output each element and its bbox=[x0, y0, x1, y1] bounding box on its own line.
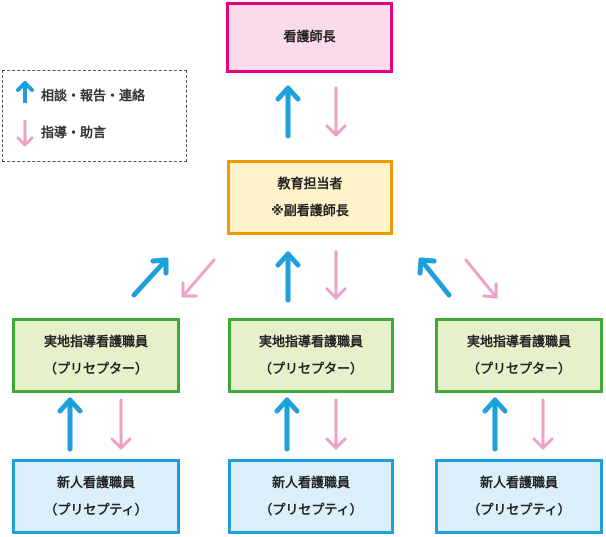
down-arrow-icon bbox=[325, 86, 347, 137]
preceptor-role: （プリセプター） bbox=[43, 361, 148, 377]
up-arrow-icon bbox=[131, 257, 169, 298]
preceptee-role: （プリセプティ） bbox=[44, 502, 148, 518]
legend-arrows bbox=[16, 81, 34, 147]
preceptee-role: （プリセプティ） bbox=[259, 502, 363, 518]
preceptor-role: （プリセプター） bbox=[258, 361, 363, 377]
down-arrow-icon bbox=[181, 258, 216, 298]
legend-up-arrow-icon bbox=[16, 81, 34, 103]
preceptee-label: 新人看護職員 bbox=[56, 475, 135, 491]
preceptor-label: 実地指導看護職員 bbox=[466, 334, 571, 350]
education-officer-box: 教育担当者 ※副看護師長 bbox=[227, 160, 393, 235]
down-arrow-icon bbox=[325, 398, 347, 450]
head-nurse-box: 看護師長 bbox=[226, 2, 393, 73]
preceptor-box-right: 実地指導看護職員 （プリセプター） bbox=[435, 318, 603, 393]
up-arrow-icon bbox=[57, 397, 83, 452]
education-officer-label: 教育担当者 bbox=[277, 176, 343, 192]
legend-up-label: 相談・報告・連絡 bbox=[41, 89, 146, 104]
legend: 相談・報告・連絡 指導・助言 bbox=[2, 70, 187, 162]
preceptor-role: （プリセプター） bbox=[466, 361, 571, 377]
legend-down-arrow-icon bbox=[16, 120, 34, 147]
preceptee-label: 新人看護職員 bbox=[479, 475, 558, 491]
down-arrow-icon bbox=[464, 258, 498, 299]
preceptor-label: 実地指導看護職員 bbox=[258, 334, 363, 350]
preceptee-box-left: 新人看護職員 （プリセプティ） bbox=[12, 459, 180, 534]
up-arrow-icon bbox=[417, 257, 452, 298]
preceptee-box-right: 新人看護職員 （プリセプティ） bbox=[435, 459, 603, 534]
head-nurse-label: 看護師長 bbox=[283, 30, 336, 45]
down-arrow-icon bbox=[532, 398, 554, 450]
down-arrow-icon bbox=[110, 398, 132, 450]
preceptor-box-left: 実地指導看護職員 （プリセプター） bbox=[12, 318, 180, 393]
up-arrow-icon bbox=[275, 85, 301, 139]
preceptee-label: 新人看護職員 bbox=[271, 475, 350, 491]
preceptee-box-center: 新人看護職員 （プリセプティ） bbox=[228, 459, 394, 534]
up-arrow-icon bbox=[274, 397, 300, 452]
legend-down-label: 指導・助言 bbox=[41, 126, 107, 141]
up-arrow-icon bbox=[275, 251, 301, 303]
up-arrow-icon bbox=[482, 397, 508, 452]
down-arrow-icon bbox=[325, 250, 347, 300]
preceptor-box-center: 実地指導看護職員 （プリセプター） bbox=[228, 318, 394, 393]
education-officer-note: ※副看護師長 bbox=[271, 203, 349, 219]
preceptee-role: （プリセプティ） bbox=[467, 502, 571, 518]
preceptor-label: 実地指導看護職員 bbox=[43, 334, 148, 350]
